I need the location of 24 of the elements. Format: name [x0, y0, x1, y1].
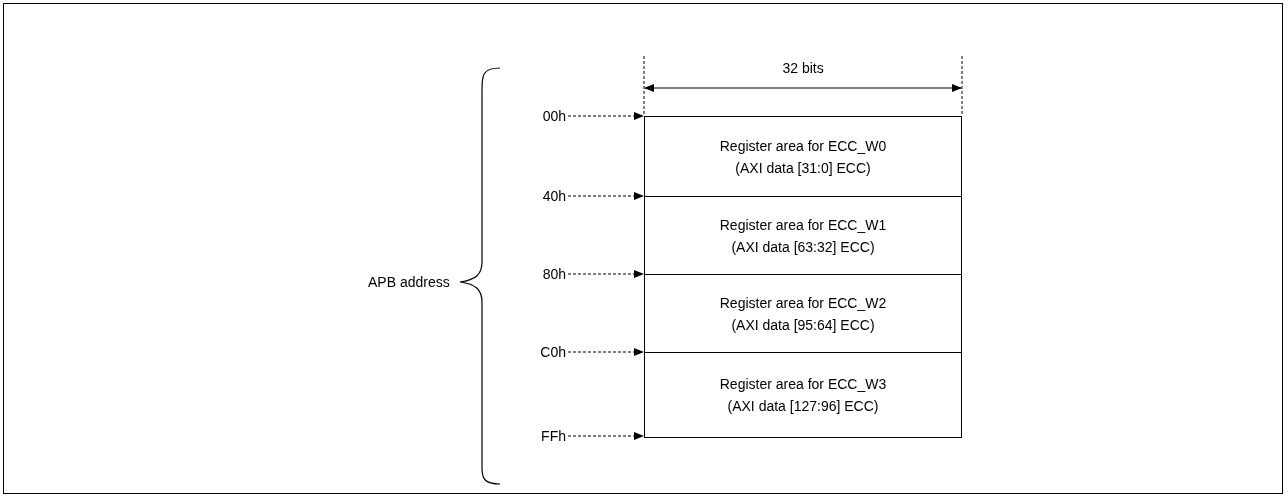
address-label: 00h	[506, 107, 566, 125]
register-text: (AXI data [127:96] ECC)	[727, 396, 879, 416]
arrow	[567, 432, 644, 440]
register-text: Register area for ECC_W0	[719, 136, 887, 156]
register-area-box	[644, 352, 962, 438]
register-text: Register area for ECC_W2	[719, 293, 887, 313]
register-text: Register area for ECC_W1	[719, 215, 887, 235]
register-area-box	[644, 196, 962, 276]
address-label: C0h	[506, 343, 566, 361]
register-text: (AXI data [63:32] ECC)	[731, 237, 875, 257]
arrow	[567, 112, 644, 120]
dimension-label: 32 bits	[782, 60, 824, 76]
register-text: (AXI data [95:64] ECC)	[731, 315, 875, 335]
arrow	[567, 348, 644, 356]
arrow	[567, 270, 644, 278]
address-label: 40h	[506, 187, 566, 205]
address-label: 80h	[506, 265, 566, 283]
register-text: (AXI data [31:0] ECC)	[735, 158, 871, 178]
address-label: FFh	[506, 427, 566, 445]
register-area-box	[644, 274, 962, 354]
register-text: Register area for ECC_W3	[719, 374, 887, 394]
axis-label: APB address	[368, 274, 450, 290]
register-area-box	[644, 116, 962, 198]
arrow	[567, 192, 644, 200]
